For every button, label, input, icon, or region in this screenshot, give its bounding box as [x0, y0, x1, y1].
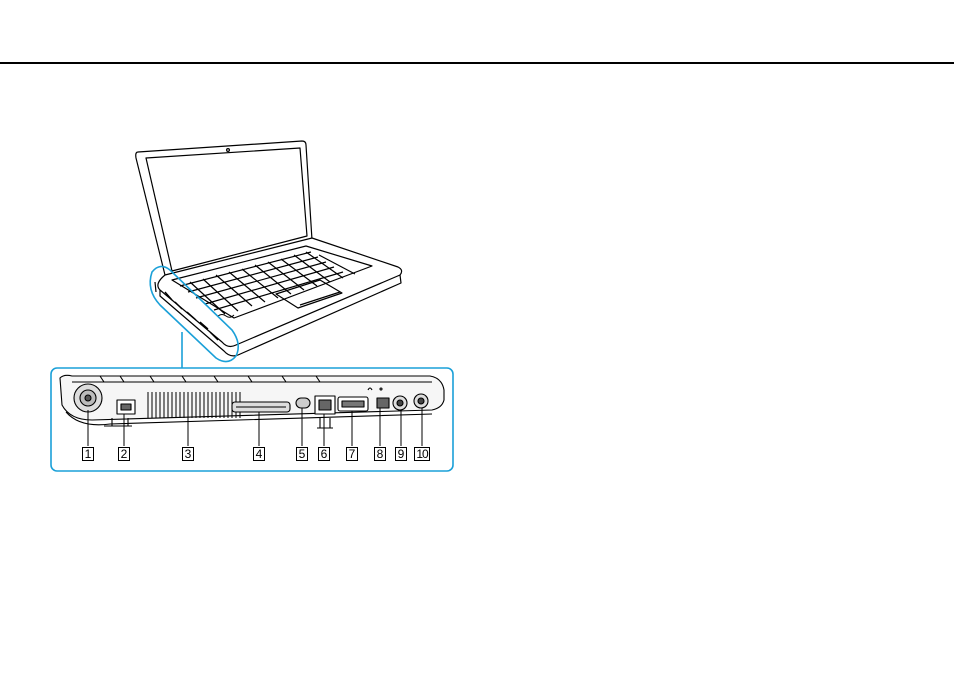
callout-7: 7	[346, 447, 358, 461]
callout-8: 8	[374, 447, 386, 461]
callout-3: 3	[182, 447, 194, 461]
callout-4: 4	[253, 447, 265, 461]
callout-10: 10	[414, 447, 430, 461]
callout-5: 5	[296, 447, 308, 461]
callout-2: 2	[118, 447, 130, 461]
laptop-overview	[136, 141, 402, 356]
callout-1: 1	[82, 447, 94, 461]
callout-6: 6	[318, 447, 330, 461]
callout-9: 9	[395, 447, 407, 461]
